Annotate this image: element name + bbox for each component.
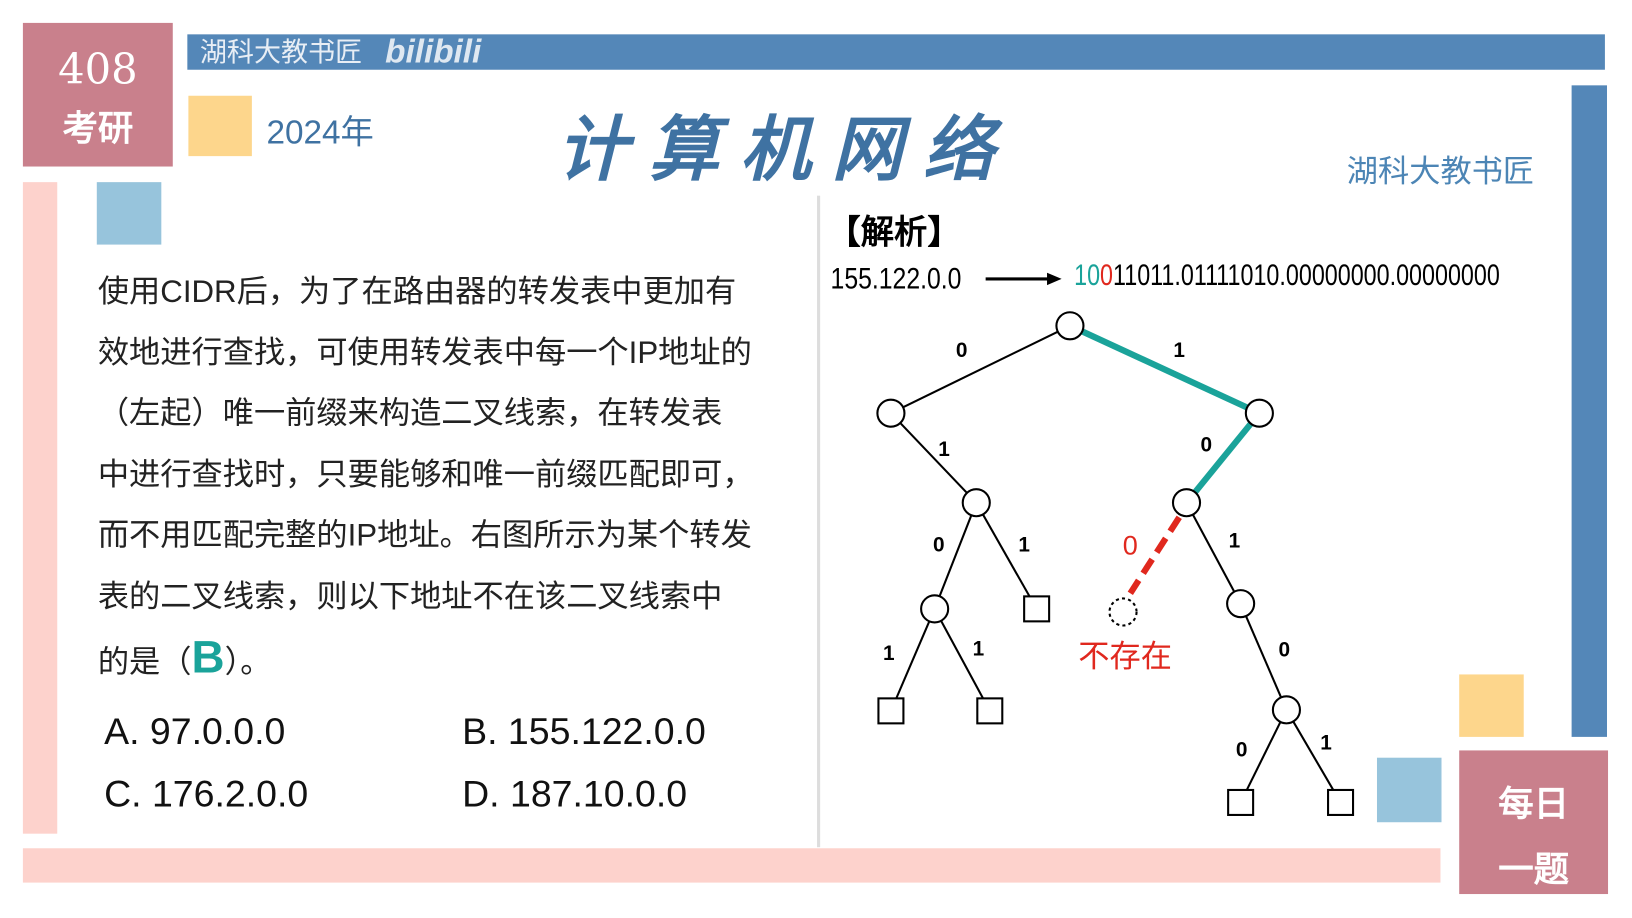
trie-nodes [876,311,1355,816]
binary-rest: 11011.01111010.00000000.00000000 [1113,259,1500,292]
edge-label: 1 [1229,529,1241,552]
edge-label: 0 [1200,434,1212,457]
edge-label: 0 [1236,739,1248,762]
yellow-square-right [1459,674,1524,737]
daily-top: 每日 [1498,784,1570,825]
binary-miss: 0 [1100,259,1114,292]
edge-label: 1 [883,642,895,665]
edge-label: 1 [1018,534,1030,557]
trie-edges [889,324,1342,803]
left-pink-bar [22,182,58,834]
question-line: 表的二叉线索，则以下地址不在该二叉线索中 [97,579,723,614]
edge-labels: 0 1 1 0 0 1 1 0 1 1 0 1 0 不存在 [883,339,1332,762]
badge-408: 408 考研 [22,22,173,167]
year-label: 2024年 [266,113,374,151]
divider [817,195,821,848]
question-prefix: 的是（ [97,645,192,680]
edge-label: 1 [1173,339,1185,362]
question-line-last: 的是（B）。 [98,628,816,694]
question-line: 而不用匹配完整的IP地址。右图所示为某个转发 [97,518,752,553]
watermark: 湖科大教书匠 [199,36,363,68]
ip-address: 155.122.0.0 [830,262,962,295]
question-suffix: ）。 [224,645,272,680]
author-label: 湖科大教书匠 [1346,155,1535,190]
edge-label: 1 [973,638,985,661]
badge-top: 408 [58,45,138,94]
lightblue-square-right [1376,757,1442,823]
daily-bottom: 一题 [1498,850,1570,890]
binary-match: 10 [1074,259,1101,292]
edge-label: 0 [956,339,968,362]
bottom-pink-bar [22,848,1441,883]
yellow-square [188,95,252,157]
edge-label: 0 [933,534,945,557]
edge-label: 1 [938,438,950,461]
page-title: 计算机网络 [556,108,1015,192]
edge-label: 0 [1279,639,1291,662]
miss-label: 0 [1123,531,1138,561]
option-b: B. 155.122.0.0 [462,709,706,753]
question-line: （左起）唯一前缀来构造二叉线索，在转发表 [97,396,723,431]
answer: B [191,631,225,683]
not-exist-label: 不存在 [1078,639,1172,674]
option-d: D. 187.10.0.0 [462,772,688,815]
question-text: 使用CIDR后，为了在路由器的转发表中更加有 效地进行查找，可使用转发表中每一个… [98,262,816,693]
badge-bottom: 考研 [62,109,134,149]
option-a: A. 97.0.0.0 [104,709,286,753]
edge-label: 1 [1320,731,1332,754]
question-line: 效地进行查找，可使用转发表中每一个IP地址的 [97,335,752,371]
bilibili-logo: bilibili [385,32,482,70]
analysis-heading: 【解析】 [827,213,961,251]
missing-edge [1127,515,1182,595]
top-blue-bar [187,34,1605,70]
arrow-icon [985,272,1062,286]
lightblue-square [96,182,162,245]
question-line: 使用CIDR后，为了在路由器的转发表中更加有 [97,274,737,310]
right-blue-bar [1571,85,1607,737]
option-c: C. 176.2.0.0 [104,772,309,815]
daily-badge: 每日 一题 [1459,750,1609,895]
binary-address: 10011011.01111010.00000000.00000000 [1074,259,1500,292]
matched-path [1068,322,1262,505]
question-line: 中进行查找时，只要能够和唯一前缀匹配即可， [97,457,754,492]
